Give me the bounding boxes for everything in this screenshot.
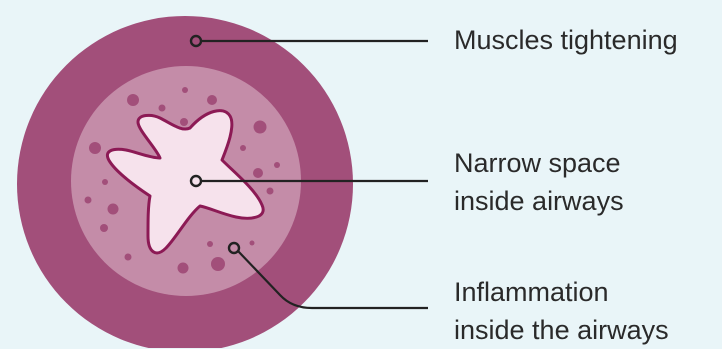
label-narrow-space: Narrow space inside airways <box>454 144 624 220</box>
label-inflammation-line2: inside the airways <box>454 311 669 349</box>
label-inflammation: Inflammation inside the airways <box>454 273 669 349</box>
label-muscles-tightening: Muscles tightening <box>454 21 678 59</box>
label-narrow-line2: inside airways <box>454 182 624 220</box>
label-muscles-text: Muscles tightening <box>454 25 678 55</box>
label-inflammation-line1: Inflammation <box>454 273 669 311</box>
label-narrow-line1: Narrow space <box>454 144 624 182</box>
